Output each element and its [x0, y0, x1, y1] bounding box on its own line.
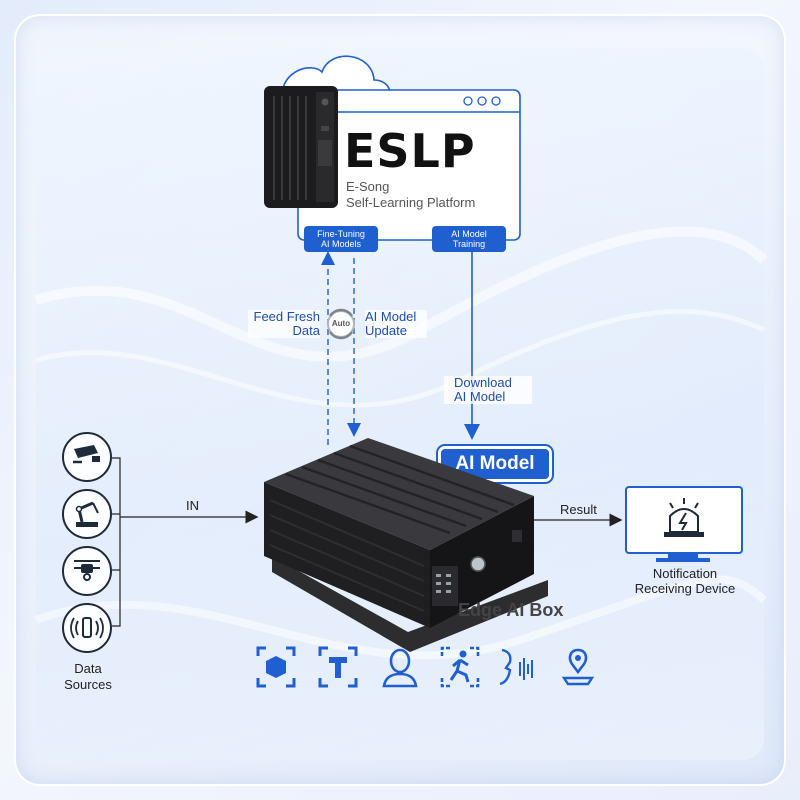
motion-detection-icon [440, 646, 480, 688]
result-label: Result [560, 502, 597, 517]
auto-label: Auto [331, 319, 351, 328]
download-line2: AI Model [454, 389, 506, 404]
3d-box-detection-icon [256, 646, 296, 688]
text-recognition-icon [318, 646, 358, 688]
training-badge: AI Model Training [432, 226, 506, 252]
in-label: IN [186, 498, 199, 513]
data-source-drone [62, 546, 112, 596]
data-sources-line1: Data [74, 661, 102, 676]
fine-tuning-badge-line1: Fine-Tuning [317, 229, 365, 239]
ai-model-update-line2: Update [365, 323, 407, 338]
ai-model-update-label: AI Model Update [365, 310, 427, 338]
data-source-nfc [62, 603, 112, 653]
data-source-robot [62, 489, 112, 539]
notification-line2: Receiving Device [634, 581, 736, 596]
location-icon [561, 648, 595, 686]
ai-model-badge: AI Model [438, 446, 552, 482]
cctv-camera-icon [73, 445, 100, 464]
data-source-camera [62, 432, 112, 482]
nfc-card-icon [70, 617, 104, 639]
ai-model-update-line1: AI Model [365, 309, 417, 324]
download-line1: Download [454, 375, 512, 390]
fine-tuning-badge: Fine-Tuning AI Models [304, 226, 378, 252]
data-sources-line2: Sources [64, 677, 112, 692]
data-sources-label: Data Sources [50, 661, 126, 693]
training-badge-line2: Training [452, 239, 486, 249]
download-ai-model-label: Download AI Model [444, 376, 532, 404]
fine-tuning-badge-line2: AI Models [320, 239, 362, 249]
edge-ai-box-label: Edge AI Box [458, 600, 564, 620]
alarm-icon [664, 498, 704, 537]
training-badge-line1: AI Model [451, 229, 487, 239]
drone-icon [74, 560, 100, 581]
platform-subtitle-line1: E-Song [346, 179, 390, 194]
feed-fresh-data-line2: Data [292, 323, 320, 338]
robot-arm-icon [75, 501, 99, 527]
platform-subtitle-line2: Self-Learning Platform [346, 195, 476, 210]
face-recognition-icon [382, 648, 418, 688]
notification-label: Notification Receiving Device [614, 566, 756, 596]
notification-line1: Notification [652, 566, 718, 581]
feed-fresh-data-label: Feed Fresh Data [248, 310, 320, 338]
platform-title: ESLP [344, 124, 476, 178]
feed-fresh-data-line1: Feed Fresh [253, 309, 320, 324]
voice-recognition-icon [499, 648, 533, 686]
